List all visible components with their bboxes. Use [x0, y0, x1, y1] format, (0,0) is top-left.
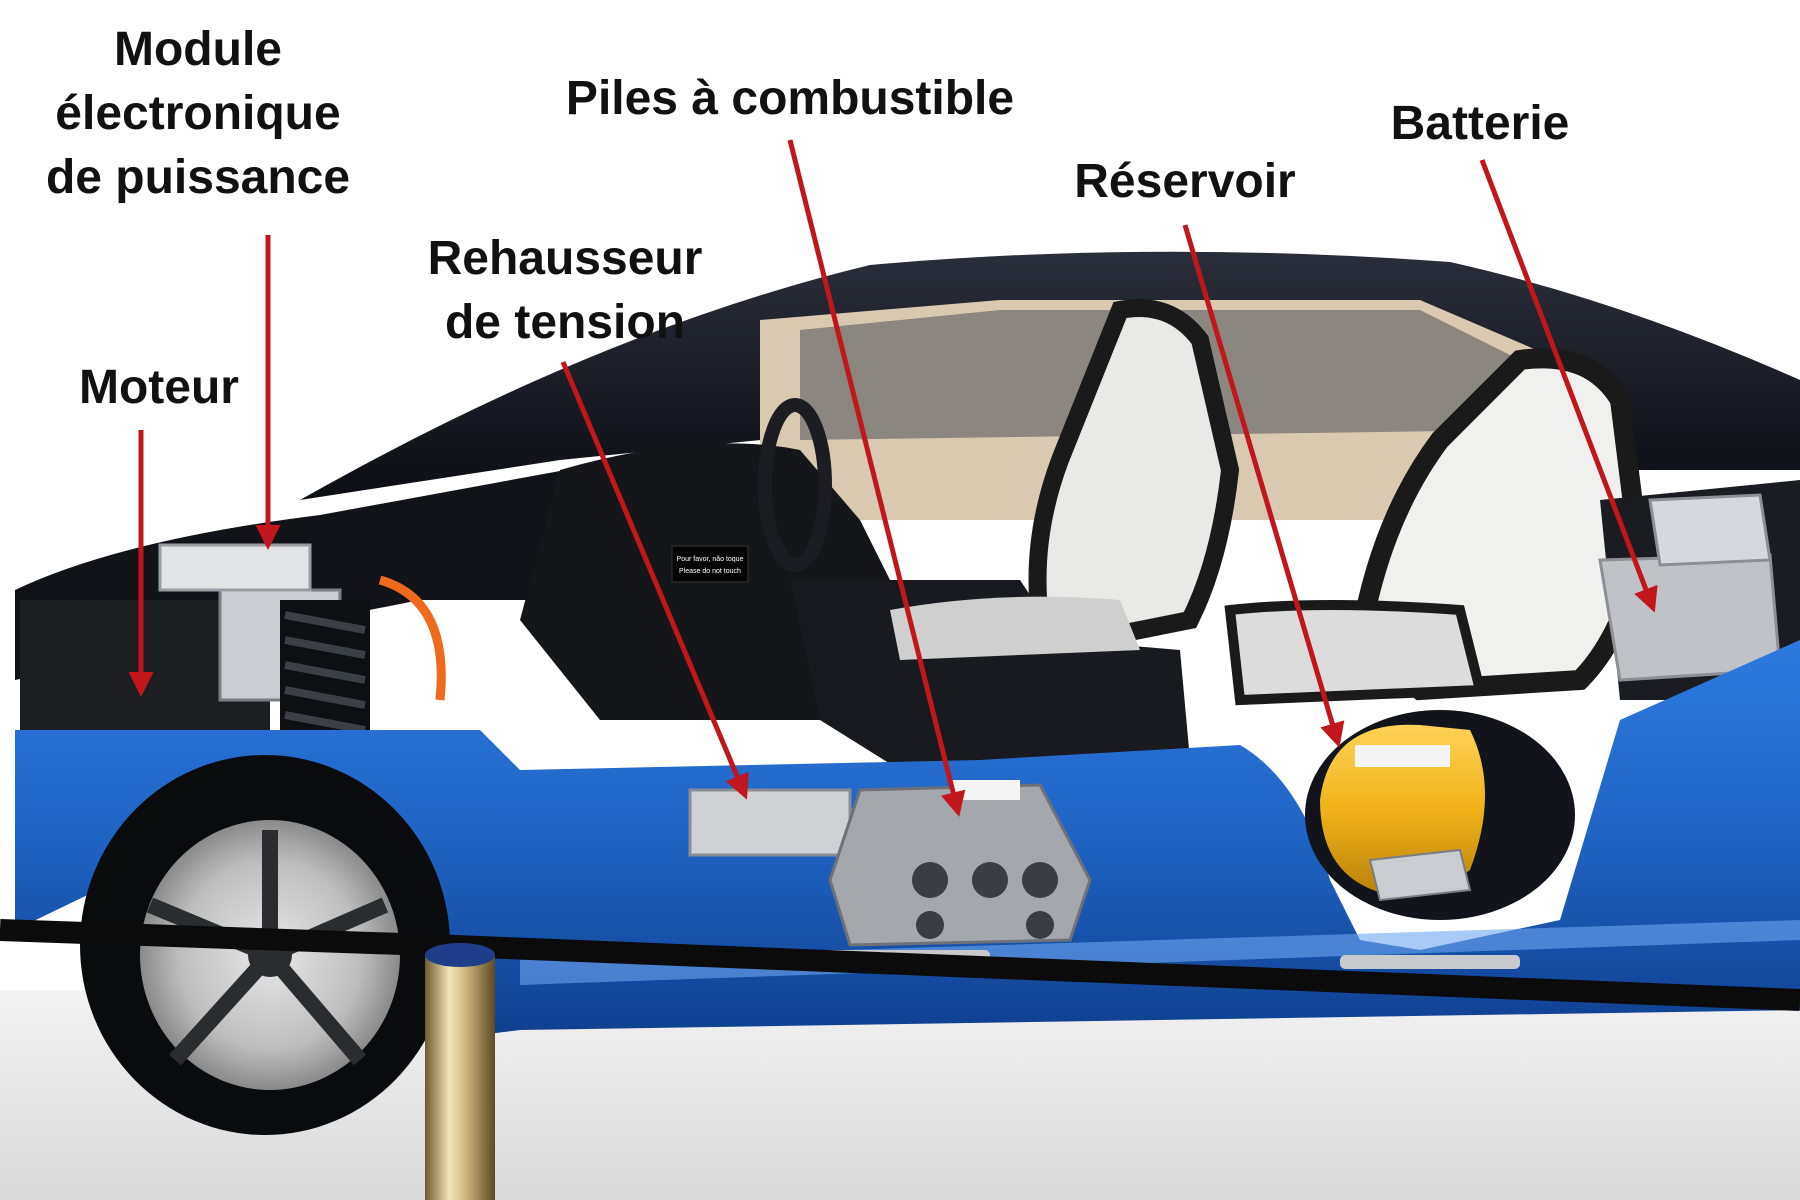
label-module-electronique: Module électronique de puissance	[18, 18, 378, 210]
label-module-line-3: de puissance	[45, 151, 351, 204]
label-batterie: Batterie	[1390, 97, 1570, 150]
sign-text-line-2: Please do not touch	[679, 568, 741, 575]
label-reservoir: Réservoir	[1074, 155, 1296, 208]
front-suspension-spring	[280, 600, 370, 740]
barrier-rope	[0, 919, 1800, 1011]
fuel-cell-stack	[828, 780, 1092, 947]
hydrogen-tank	[1305, 710, 1575, 920]
voltage-booster-unit	[688, 788, 852, 857]
front-seat-cushion	[890, 596, 1140, 660]
sign-text-line-1: Pour favor, não toque	[677, 556, 744, 563]
label-moteur: Moteur	[79, 361, 239, 414]
do-not-touch-sign	[671, 545, 749, 583]
label-module-line-1: Module	[114, 23, 282, 76]
label-rehausseur-line-1: Rehausseur	[427, 232, 703, 285]
battery-cover	[1648, 493, 1772, 567]
label-rehausseur-de-tension: Rehausseur de tension	[395, 227, 735, 355]
barrier-post	[425, 943, 495, 1200]
label-module-line-2: électronique	[55, 87, 341, 140]
label-piles-a-combustible: Piles à combustible	[565, 72, 1015, 125]
rear-seat-cushion	[1224, 600, 1487, 706]
power-module-top	[158, 543, 312, 592]
label-rehausseur-line-2: de tension	[444, 296, 686, 349]
side-step-rear	[1340, 955, 1520, 969]
